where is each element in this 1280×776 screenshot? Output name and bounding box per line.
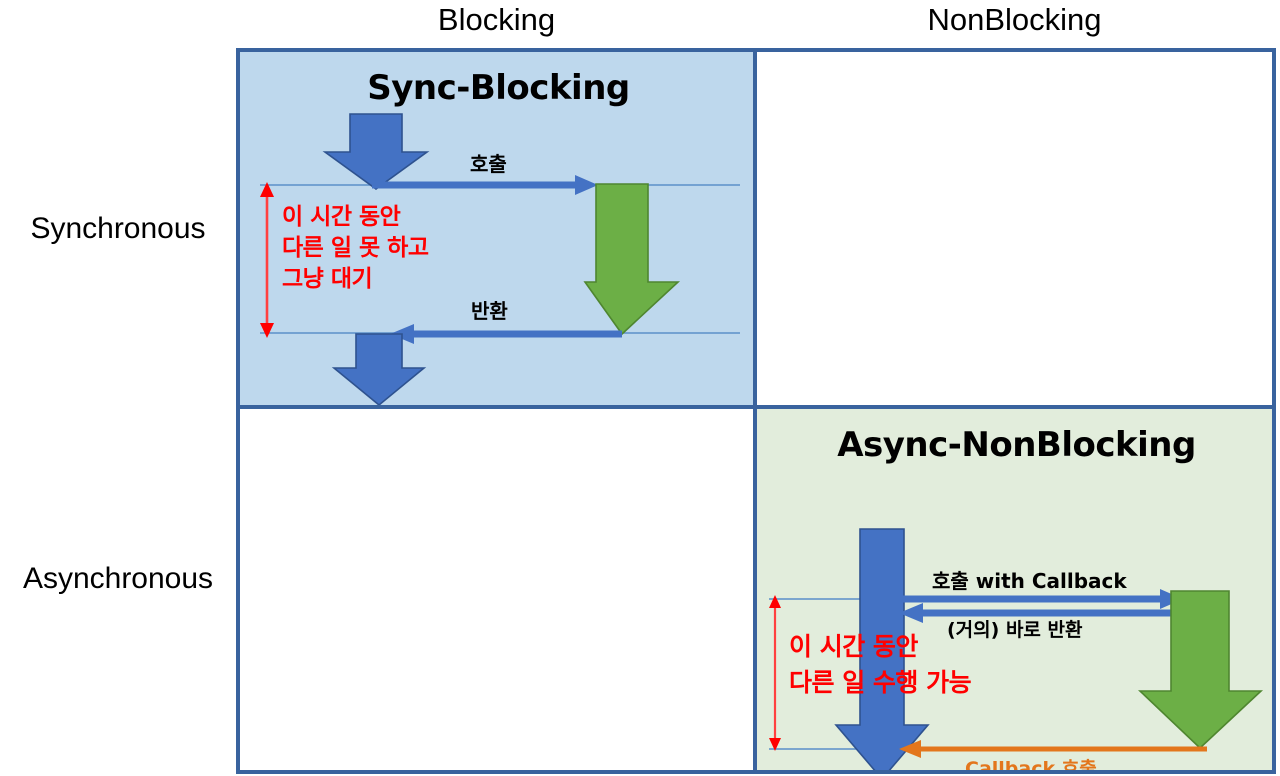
callback-label-async: Callback 호출	[965, 758, 1097, 774]
quadrant-async-blocking[interactable]	[236, 405, 757, 774]
row-header-asynchronous: Asynchronous	[22, 562, 214, 595]
call-arrow-sync	[372, 175, 598, 195]
quadrant-title-sync-blocking: Sync-Blocking	[367, 68, 630, 108]
quadrant-matrix: Sync-Blocking 호출	[236, 48, 1276, 774]
callee-green-arrow-async	[1137, 590, 1264, 750]
column-header-blocking: Blocking	[437, 2, 556, 37]
caller-down-arrow-bottom	[331, 333, 427, 405]
caller-long-down-arrow-async	[834, 528, 930, 770]
call-label-sync: 호출	[470, 152, 507, 176]
wait-duration-arrow-sync	[260, 182, 274, 338]
quadrant-sync-nonblocking[interactable]	[753, 48, 1276, 409]
return-label-sync: 반환	[471, 299, 508, 323]
wait-note-sync: 이 시간 동안 다른 일 못 하고 그냥 대기	[282, 204, 429, 292]
callee-green-arrow-sync	[583, 183, 681, 336]
free-note-async: 이 시간 동안 다른 일 수행 가능	[789, 632, 972, 697]
column-header-nonblocking: NonBlocking	[927, 2, 1102, 37]
quadrant-sync-blocking[interactable]: Sync-Blocking 호출	[236, 48, 757, 409]
quadrant-async-nonblocking[interactable]: Async-NonBlocking 호출 with Callback (거	[753, 405, 1276, 774]
row-header-synchronous: Synchronous	[30, 212, 206, 245]
callback-arrow-async	[899, 740, 1207, 758]
free-duration-arrow-async	[769, 595, 781, 751]
quadrant-title-async-nonblocking: Async-NonBlocking	[837, 425, 1196, 465]
immediate-return-arrow-async	[899, 603, 1185, 623]
caller-down-arrow-top	[322, 113, 430, 190]
immediate-return-label-async: (거의) 바로 반환	[947, 619, 1083, 641]
call-label-async: 호출 with Callback	[932, 569, 1127, 593]
